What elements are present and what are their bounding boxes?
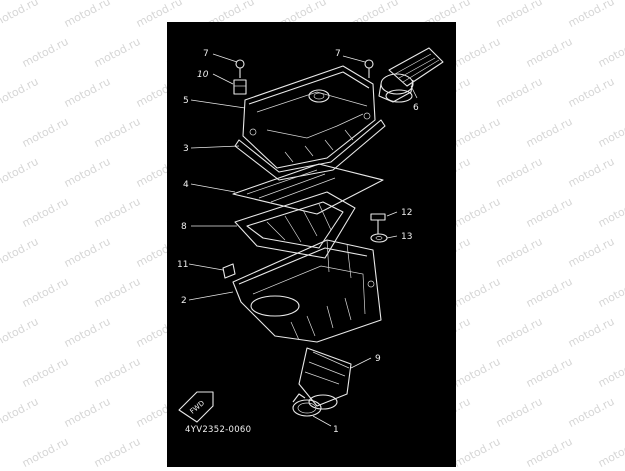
- watermark-text: motod.ru: [91, 354, 143, 391]
- watermark-text: motod.ru: [451, 34, 503, 71]
- part-6-intake-boot: [378, 47, 444, 103]
- watermark-text: motod.ru: [91, 434, 143, 471]
- callout-label: 12: [401, 208, 412, 218]
- part-12-bolt: [370, 213, 386, 234]
- callout-label: 7: [203, 49, 209, 59]
- watermark-text: motod.ru: [0, 154, 41, 191]
- watermark-text: motod.ru: [523, 354, 575, 391]
- part-10-clip: [233, 79, 247, 95]
- part-8-element-frame: [234, 191, 356, 259]
- watermark-text: motod.ru: [595, 434, 625, 471]
- callout-labels: 7 10 5 3 4 8 11 2 7 6 12 13 9 1: [177, 49, 419, 435]
- part-4-element: [232, 163, 384, 215]
- leader-lines: [188, 53, 418, 427]
- callout-label: 6: [413, 103, 419, 113]
- watermark-text: motod.ru: [565, 0, 617, 31]
- part-13-washer: [370, 233, 388, 243]
- part-5-case-cap: [242, 65, 376, 169]
- watermark-text: motod.ru: [451, 434, 503, 471]
- watermark-text: motod.ru: [91, 34, 143, 71]
- watermark-text: motod.ru: [19, 114, 71, 151]
- diagram-svg: FWD 7 10: [177, 47, 444, 435]
- watermark-text: motod.ru: [0, 234, 41, 271]
- watermark-text: motod.ru: [523, 434, 575, 471]
- watermark-text: motod.ru: [493, 314, 545, 351]
- watermark-text: motod.ru: [0, 74, 41, 111]
- watermark-text: motod.ru: [451, 114, 503, 151]
- watermark-text: motod.ru: [565, 74, 617, 111]
- watermark-text: motod.ru: [61, 394, 113, 431]
- watermark-text: motod.ru: [523, 194, 575, 231]
- diagram-part-number: 4YV2352-0060: [185, 425, 251, 435]
- part-3-seal: [234, 119, 386, 181]
- callout-label: 3: [183, 144, 189, 154]
- watermark-text: motod.ru: [565, 394, 617, 431]
- watermark-text: motod.ru: [91, 274, 143, 311]
- callout-label: 9: [375, 354, 381, 364]
- part-2-case: [232, 239, 382, 343]
- callout-label: 2: [181, 296, 187, 306]
- watermark-text: motod.ru: [61, 74, 113, 111]
- watermark-text: motod.ru: [19, 434, 71, 471]
- watermark-text: motod.ru: [19, 274, 71, 311]
- exploded-parts-diagram: FWD 7 10: [167, 22, 456, 467]
- watermark-text: motod.ru: [493, 0, 545, 31]
- watermark-text: motod.ru: [61, 314, 113, 351]
- callout-label: 4: [183, 180, 189, 190]
- watermark-text: motod.ru: [19, 354, 71, 391]
- watermark-text: motod.ru: [595, 274, 625, 311]
- watermark-text: motod.ru: [595, 354, 625, 391]
- fwd-label: FWD: [188, 399, 206, 416]
- watermark-text: motod.ru: [565, 234, 617, 271]
- watermark-text: motod.ru: [0, 394, 41, 431]
- part-7-screw-right: [364, 59, 374, 78]
- watermark-text: motod.ru: [0, 314, 41, 351]
- watermark-text: motod.ru: [451, 354, 503, 391]
- callout-label: 1: [333, 425, 339, 435]
- part-1-clamp: [292, 393, 322, 417]
- callout-label: 7: [335, 49, 341, 59]
- watermark-text: motod.ru: [565, 154, 617, 191]
- part-11-plug: [222, 263, 236, 279]
- watermark-text: motod.ru: [523, 274, 575, 311]
- watermark-text: motod.ru: [493, 154, 545, 191]
- watermark-text: motod.ru: [493, 234, 545, 271]
- part-7-screw-left: [235, 59, 245, 78]
- watermark-text: motod.ru: [61, 154, 113, 191]
- watermark-text: motod.ru: [493, 74, 545, 111]
- watermark-text: motod.ru: [595, 34, 625, 71]
- watermark-text: motod.ru: [523, 34, 575, 71]
- watermark-text: motod.ru: [61, 234, 113, 271]
- watermark-text: motod.ru: [19, 34, 71, 71]
- part-9-joint: [298, 347, 352, 410]
- fwd-arrow-icon: FWD: [178, 391, 214, 423]
- watermark-text: motod.ru: [565, 314, 617, 351]
- watermark-text: motod.ru: [91, 114, 143, 151]
- watermark-text: motod.ru: [451, 194, 503, 231]
- callout-label: 8: [181, 222, 187, 232]
- watermark-text: motod.ru: [493, 394, 545, 431]
- callout-label: 10: [197, 70, 209, 80]
- callout-label: 13: [401, 232, 412, 242]
- watermark-text: motod.ru: [595, 114, 625, 151]
- watermark-text: motod.ru: [595, 194, 625, 231]
- watermark-text: motod.ru: [451, 274, 503, 311]
- watermark-text: motod.ru: [19, 194, 71, 231]
- watermark-text: motod.ru: [523, 114, 575, 151]
- callout-label: 11: [177, 260, 188, 270]
- watermark-text: motod.ru: [61, 0, 113, 31]
- callout-label: 5: [183, 96, 189, 106]
- watermark-text: motod.ru: [0, 0, 41, 31]
- watermark-text: motod.ru: [91, 194, 143, 231]
